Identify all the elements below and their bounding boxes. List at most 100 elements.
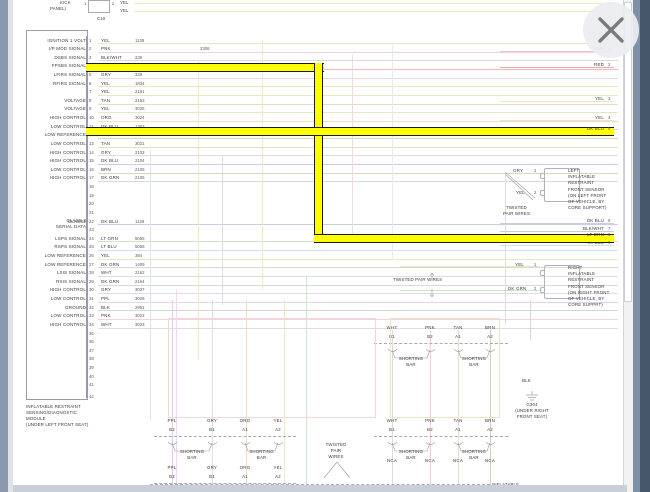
pin-signal-label: HIGH CONTROL [49,158,86,164]
pin-signal-label: LOW CONTROL [50,123,86,129]
terminal-pin-id: A1 [455,427,461,432]
terminal-wire-color: GRY [206,418,218,423]
pin-wire-color: BLK/WHT [101,54,123,60]
pin-signal-label: HIGH CONTROL [49,149,86,155]
twisted-pair-arrow-up-icon [428,268,436,281]
pin-wire-color: DK BLU [101,124,118,130]
pin-number: 9 [89,106,92,112]
terminal-pin-id: B2 [427,427,433,432]
right-edge-pin-number: 4 [608,115,611,120]
horizontal-scrollbar[interactable] [13,485,627,492]
pin-number: 39 [89,365,94,371]
wire-line [176,290,177,486]
terminal-jaw-icon [485,434,496,445]
pin-signal-label: LSIS SIGNAL [56,270,86,276]
ground-wire-color: BLK [522,378,531,383]
pin-number: 20 [89,201,94,207]
pin-number: 38 [89,356,94,362]
left-sensor-name-line-5: (ON LEFT FRONT [568,192,607,198]
window-right-inner-edge [633,0,640,492]
pin-wire-color: PNK [101,313,111,319]
pin-number: 41 [89,382,94,388]
pin-wire-color: PNK [101,46,111,52]
pin-signal-label: I/P MOD SIGNAL [48,46,86,52]
pin-signal-label: HIGH CONTROL [49,175,86,181]
highlight-corner-1 [315,64,322,71]
right-sensor-name-line-3: RESTRAINT [568,277,595,283]
pin-signal-label: HIGH CONTROL [49,115,86,121]
wire-line [134,11,614,12]
pin-circuit-number: 236 [135,54,143,60]
wire-line [98,77,618,79]
pin-circuit-number: 2951 [135,304,145,310]
wire-line [98,224,618,226]
wire-line [392,45,393,260]
wire-line [98,138,618,140]
twisted-pair-bottom-label-1: TWISTED [325,442,347,447]
pin-circuit-number: 2162 [135,270,145,276]
twisted-pair-arrow-down-icon [428,284,436,298]
vertical-scrollbar-thumb[interactable] [624,2,632,302]
pin-number: 26 [89,253,94,258]
left-sensor-pin2-number: 2 [534,190,537,195]
right-edge-pin-number: 9 [608,240,611,245]
pin-wire-color: WHT [101,270,112,276]
wire-line [500,120,614,121]
top-fragment-pin-left: 1 [84,1,87,6]
connector-dashed-line [374,436,508,437]
wire-line [98,51,598,53]
terminal-wire-color: TAN [453,418,463,423]
highlight-corner-3 [315,235,322,242]
right-sensor-name-line-2: INFLATABLE [568,271,596,277]
terminal-jaw-icon [425,434,436,445]
twisted-pair-mid-label: TWISTED PAIR WIRES [393,277,443,282]
pin-number: 15 [89,158,94,164]
pin-circuit-number: 5055 [135,235,145,241]
top-fragment-label-1: KICK [60,0,71,5]
right-edge-wire-label: DK BLU [586,218,604,223]
right-sensor-name-line-1: RIGHT [568,265,583,270]
pin-circuit-number: 3021 [135,140,145,146]
wire-line [222,155,223,305]
wire-line [98,86,618,88]
right-sensor-name-line-7: CORE SUPPRT) [568,302,603,308]
left-sensor-name-line-4: FRONT SENSOR [568,186,605,192]
pin-wire-color: ORG [101,115,112,121]
right-sensor-pin1-number: 1 [534,262,537,267]
bottom-twisted-pair-icon [322,461,352,480]
wire-line [500,223,614,224]
pin-wire-color: LT GRN [101,235,118,241]
right-sensor-pin2-number: 2 [534,286,537,291]
right-sensor-pin1-color: YEL [515,262,524,267]
pin-circuit-number: 3022 [135,313,145,319]
pin-number: 1 [89,37,92,43]
pin-wire-color: WHT [101,321,112,327]
wire-line [150,150,151,420]
top-fragment-wire-1: YEL [120,0,129,5]
close-button[interactable] [583,2,639,58]
sensing-diagnostic-module-box [26,30,88,400]
shorting-bar-icon [391,439,431,452]
pin-number: 10 [89,115,94,121]
terminal-wire-color: PNK [425,325,435,330]
pin-signal-label: IGNITION 1 VOLT [47,37,86,43]
ground-location-line-1: (UNDER RIGHT [515,408,549,413]
pin-number: 23 [89,227,94,233]
pin-circuit-number: 349 [135,71,143,77]
terminal-pin-id: B1 [209,474,215,479]
terminal-pin-id: A2 [275,474,281,479]
wire-line [172,300,173,486]
pin-number: 16 [89,166,94,172]
left-sensor-name-line-1: LEFT [568,168,580,173]
left-twisted-label-2: PAIR WIRES [503,211,531,216]
close-icon [598,17,624,43]
wire-line [98,69,618,71]
wire-line [500,67,614,68]
pin-circuit-number: 3023 [135,321,145,327]
right-edge-wire-label: LT GRN [587,232,604,237]
wire-line [98,120,618,122]
pin-number: 3 [89,54,92,60]
sensor-lug [540,173,544,179]
terminal-wire-color: BRN [485,325,495,330]
